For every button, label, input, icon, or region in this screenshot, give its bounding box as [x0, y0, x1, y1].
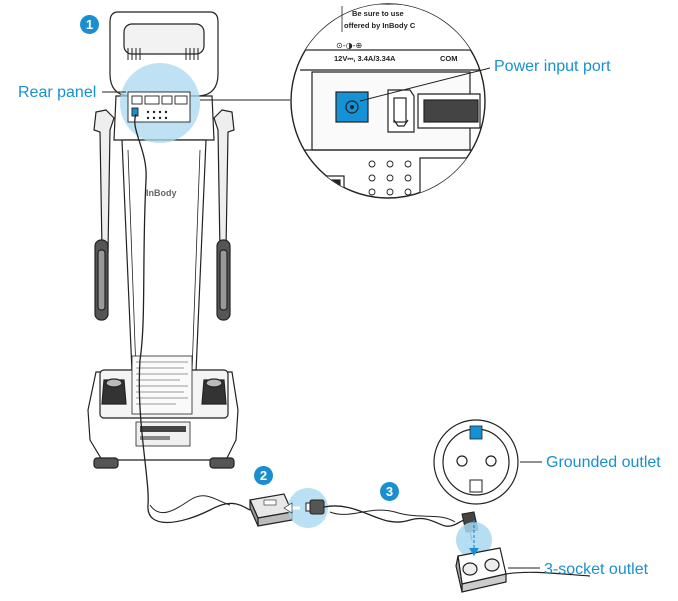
rear-panel-zoom: Be sure to use offered by InBody C ⊙-◑-⊕…: [290, 3, 486, 199]
three-socket-outlet-label: 3-socket outlet: [544, 561, 649, 578]
power-cable: [134, 113, 251, 524]
arrow-left-icon: [283, 502, 293, 514]
arrow-down-icon: [469, 548, 479, 556]
rear-panel-label: Rear panel: [18, 84, 97, 101]
ground-contact-top: [469, 425, 483, 440]
vent-right: [185, 48, 199, 60]
brand-logo: InBody: [146, 188, 177, 198]
rear-panel-ports: [127, 91, 191, 123]
grounded-outlet-label: Grounded outlet: [546, 454, 661, 471]
ground-contact-bottom: [469, 479, 483, 493]
power-rating: 12V⎓, 3.4A/3.34A: [334, 54, 396, 63]
power-adapter: [249, 493, 293, 527]
warning-text-2: offered by InBody C: [344, 21, 416, 30]
step-3-badge: 3: [380, 482, 399, 501]
warning-text-1: Be sure to use: [352, 9, 404, 18]
step-1-badge: 1: [80, 15, 99, 34]
hand-grip-left: [93, 109, 115, 321]
step-2-badge: 2: [254, 466, 273, 485]
com-port-label: COM: [440, 54, 458, 63]
polarity-symbol: ⊙-◑-⊕: [336, 41, 362, 50]
cord-connector: [305, 499, 325, 515]
power-input-port: [335, 91, 369, 123]
three-socket-outlet: [455, 547, 591, 593]
power-port-leader: [359, 67, 491, 102]
vent-left: [127, 48, 141, 60]
power-input-port-label: Power input port: [494, 58, 611, 75]
ac-cord: [323, 505, 467, 527]
grounded-outlet-detail: [433, 419, 519, 505]
hand-grip-right: [213, 109, 235, 321]
